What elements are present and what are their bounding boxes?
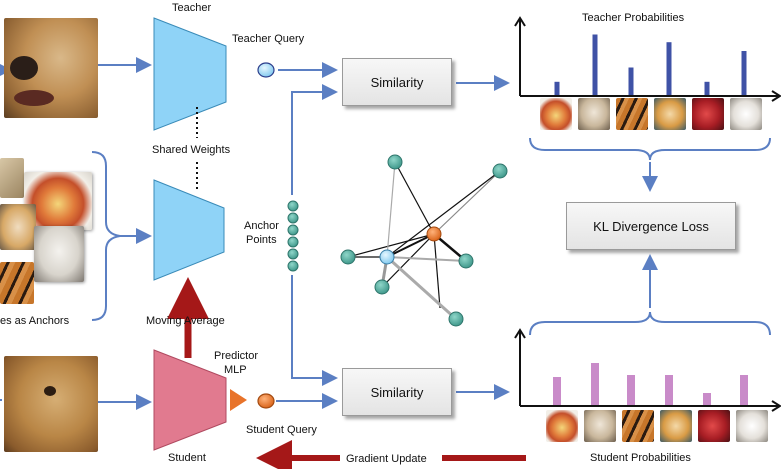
- thumbnail-food: [546, 410, 578, 442]
- anchor-stack-dog-1: [0, 158, 24, 198]
- anchor-node: [492, 163, 508, 179]
- probability-bar: [704, 81, 710, 95]
- teacher-query-node: [257, 62, 275, 78]
- thumbnail-tiger: [622, 410, 654, 442]
- teacher-probabilities-label: Teacher Probabilities: [582, 12, 685, 24]
- anchor-points-label-2: Points: [246, 234, 277, 246]
- probability-bar: [592, 34, 598, 95]
- probability-bar: [703, 393, 711, 405]
- thumbnail-puppy: [578, 98, 610, 130]
- shared-weights-label: Shared Weights: [152, 144, 231, 156]
- teacher-input-photo: [4, 18, 98, 118]
- student-probability-bars: [553, 363, 748, 405]
- thumbnail-golden-puppy: [654, 98, 686, 130]
- anchor-stack-puppy: [0, 204, 36, 250]
- teacher-label: Teacher: [172, 2, 212, 14]
- images-as-anchors-label: es as Anchors: [0, 315, 70, 327]
- thumbnail-golden-puppy: [660, 410, 692, 442]
- anchor-graph-edges: [347, 161, 501, 321]
- student-chart-axes: [514, 328, 781, 412]
- gradient-update-label: Gradient Update: [346, 453, 427, 465]
- anchor-node: [374, 279, 390, 295]
- anchor-stack-tiger: [0, 262, 34, 304]
- probability-bar: [628, 67, 634, 95]
- probability-bar: [627, 375, 635, 405]
- student-query-node-graph: [426, 226, 442, 242]
- probability-bar: [591, 363, 599, 405]
- anchor-graph-nodes: [340, 154, 508, 327]
- thumbnail-puppy: [584, 410, 616, 442]
- similarity-box-bottom: Similarity: [342, 368, 452, 416]
- student-probabilities-label: Student Probabilities: [590, 452, 691, 464]
- probability-bar: [553, 377, 561, 405]
- student-query-node: [257, 393, 275, 409]
- anchor-node: [340, 249, 356, 265]
- teacher-query-node-graph: [379, 249, 395, 265]
- dog-eye-shape: [44, 386, 56, 396]
- anchor-points-column: [287, 200, 299, 272]
- thumbnail-pomegranate: [698, 410, 730, 442]
- teacher-encoder: [153, 17, 227, 131]
- thumbnail-white-dog: [736, 410, 768, 442]
- thumbnail-white-dog: [730, 98, 762, 130]
- probability-bar: [665, 375, 673, 405]
- student-input-photo: [4, 356, 98, 452]
- anchor-points-label-1: Anchor: [244, 220, 279, 232]
- teacher-chart-axes: [514, 16, 781, 102]
- dog-nose-shape: [10, 56, 38, 80]
- predictor-mlp: [230, 389, 247, 411]
- predictor-label-1: Predictor: [214, 350, 259, 362]
- probability-bar: [554, 81, 560, 95]
- anchor-node: [458, 253, 474, 269]
- anchor-node: [387, 154, 403, 170]
- moving-average-label: Moving Average: [146, 315, 225, 327]
- thumbnail-tiger: [616, 98, 648, 130]
- anchor-node: [448, 311, 464, 327]
- thumbnail-food: [540, 98, 572, 130]
- similarity-box-top: Similarity: [342, 58, 452, 106]
- probability-bar: [740, 375, 748, 405]
- shared-encoder: [153, 179, 225, 281]
- kl-divergence-loss-box: KL Divergence Loss: [566, 202, 736, 250]
- probability-bar: [741, 51, 747, 95]
- student-query-label: Student Query: [246, 424, 317, 436]
- probability-bar: [666, 42, 672, 95]
- dog-mouth-shape: [14, 90, 54, 106]
- student-label: Student: [168, 452, 206, 464]
- predictor-label-2: MLP: [224, 364, 247, 376]
- student-encoder: [153, 349, 227, 451]
- anchor-stack-white-dog: [34, 226, 84, 282]
- thumbnail-pomegranate: [692, 98, 724, 130]
- teacher-probability-bars: [554, 34, 747, 95]
- teacher-query-label: Teacher Query: [232, 33, 305, 45]
